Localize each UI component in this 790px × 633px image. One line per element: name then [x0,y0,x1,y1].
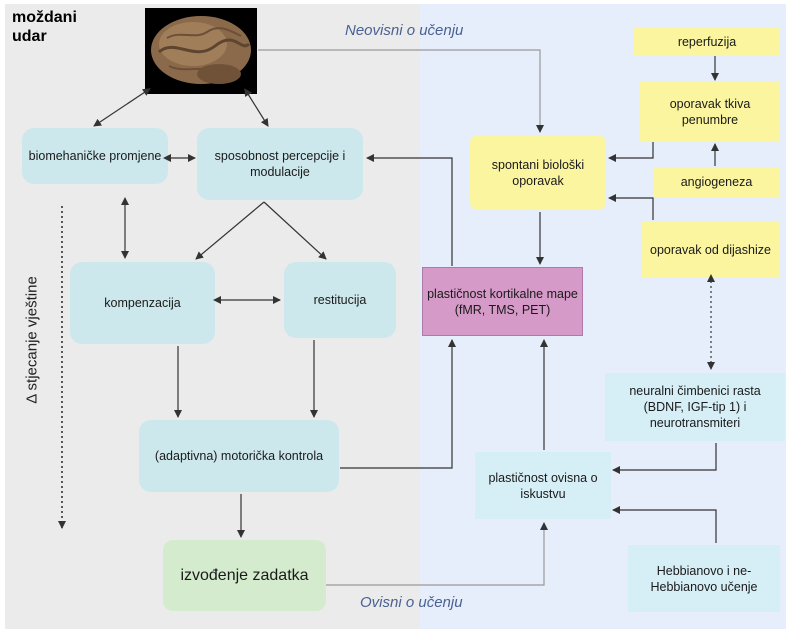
diagram-title: moždani udar [12,9,77,45]
arrow-perception-restitution [263,201,327,260]
node-motor-control: (adaptivna) motorička kontrola [139,420,339,492]
node-spontaneous-recovery: spontani biološki oporavak [470,135,606,210]
arrow-cortical-perception [366,154,453,266]
arrow-task-experience [326,522,548,586]
arrow-brain-biomech [93,88,151,127]
brain-icon [145,8,257,94]
node-experience-plasticity: plastičnost ovisna o iskustvu [475,452,611,519]
phase-label-bottom: Ovisni o učenju [360,594,463,611]
node-restitution: restitucija [284,262,396,338]
arrow-penumbra-spontaneous [608,142,654,162]
node-neural-growth-factors: neuralni čimbenici rasta (BDNF, IGF-tip … [605,373,785,441]
arrow-hebbian-experience [612,506,717,543]
node-cortical-map-plasticity: plastičnost kortikalne mape (fMR, TMS, P… [422,267,583,336]
arrow-perception-compensation [195,201,265,260]
arrow-brain-spontaneous [258,49,544,133]
node-biomechanical-changes: biomehaničke promjene [22,128,168,184]
node-perception: sposobnost percepcije i modulacije [197,128,363,200]
node-diaschisis-recovery: oporavak od dijashize [641,222,780,277]
node-penumbra-recovery: oporavak tkiva penumbre [640,82,780,142]
node-reperfusion: reperfuzija [634,28,780,55]
arrow-motor-cortical [340,339,456,469]
phase-label-top: Neovisni o učenju [345,22,464,39]
node-hebbian-learning: Hebbianovo i ne-Hebbianovo učenje [628,545,780,612]
node-task-execution: izvođenje zadatka [163,540,326,611]
arrow-diaschisis-spontaneous [608,194,654,220]
arrow-neural-experience [612,443,717,474]
node-compensation: kompenzacija [70,262,215,344]
arrow-brain-perception [244,88,269,127]
node-angiogenesis: angiogeneza [653,167,780,197]
